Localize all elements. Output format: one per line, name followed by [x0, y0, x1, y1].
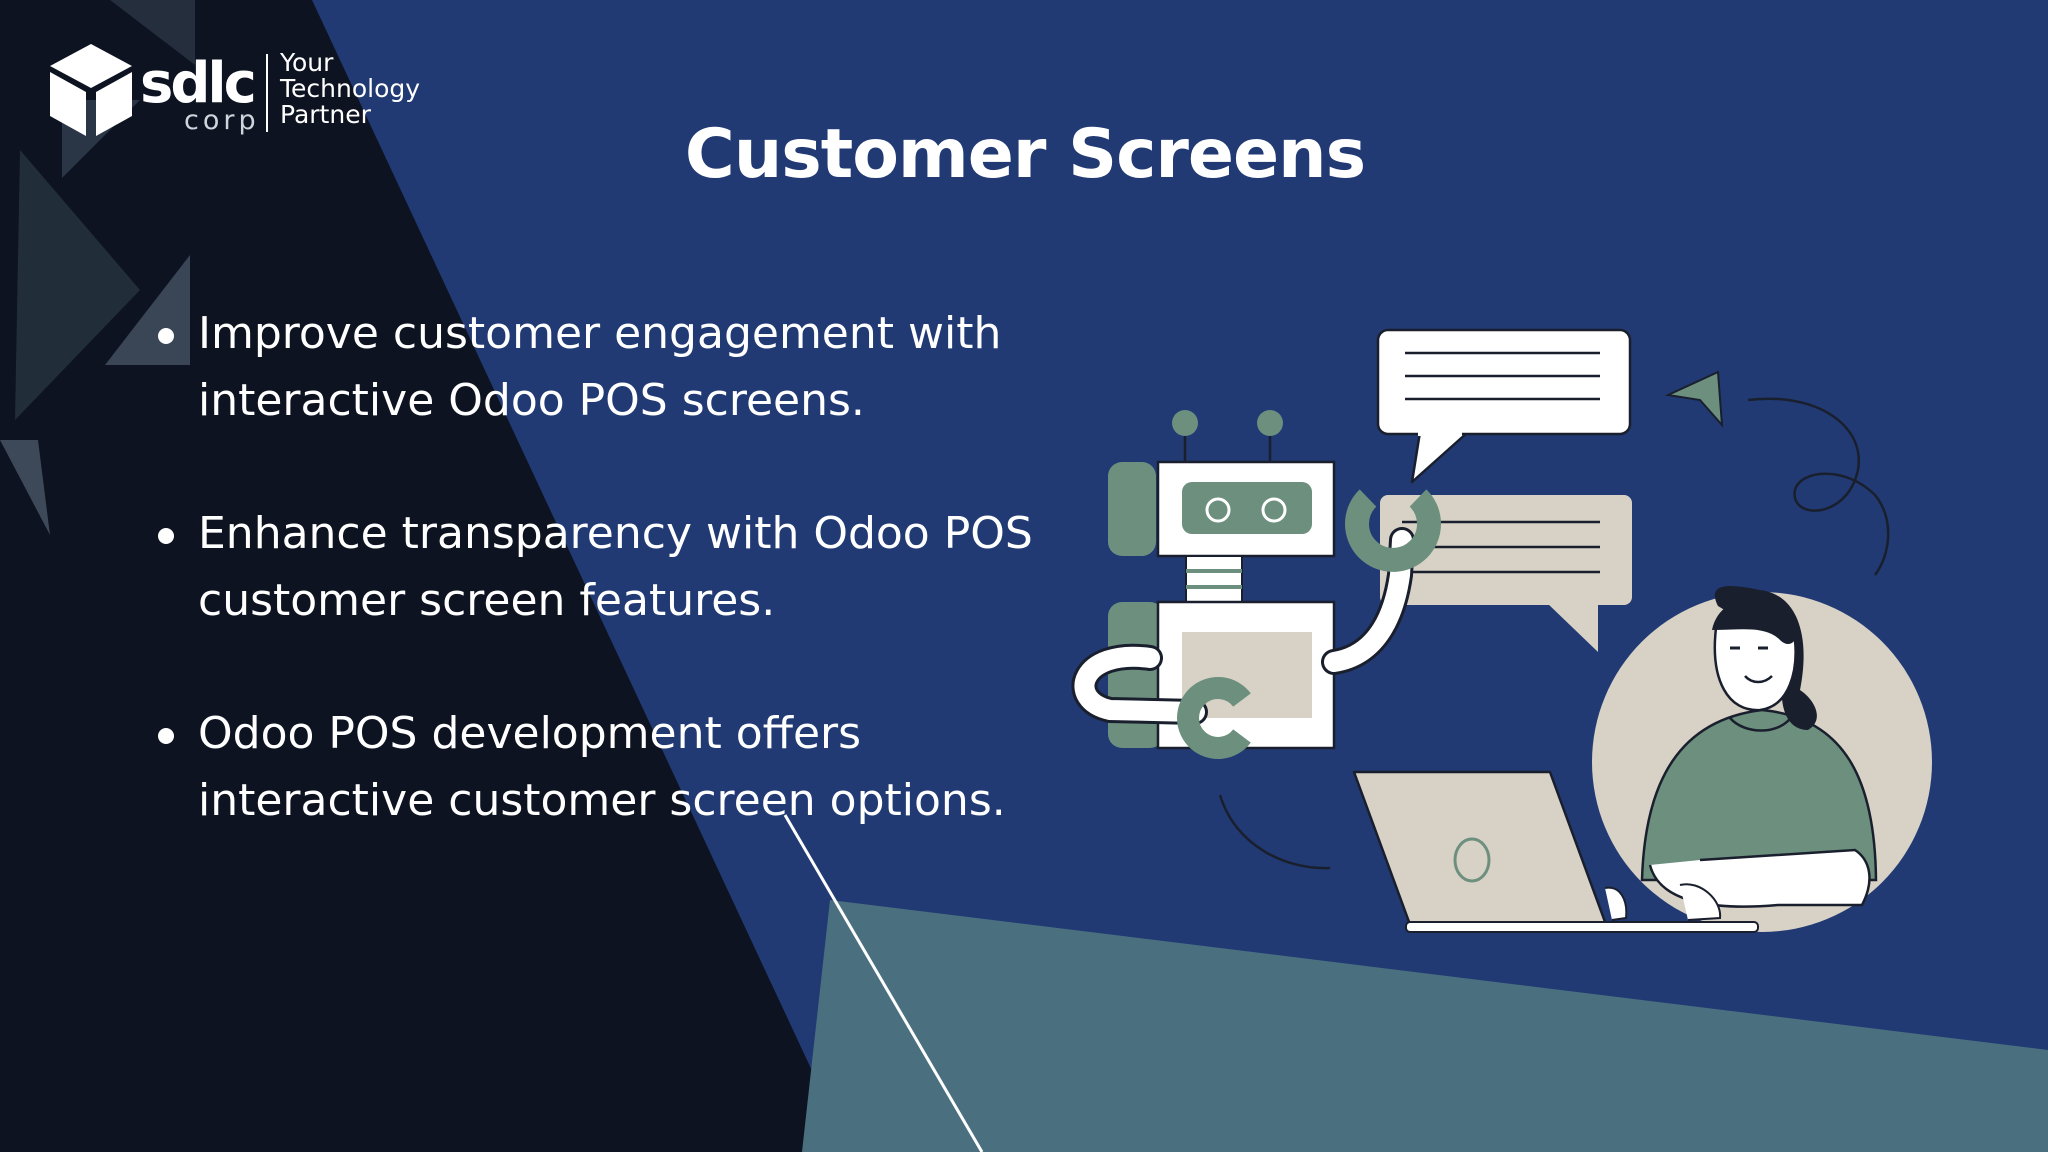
- reply-bubble-icon: [1380, 495, 1632, 652]
- brand-wordmark: sdlc: [140, 51, 257, 116]
- send-arrow-icon: [1664, 370, 1724, 428]
- tagline-line-3: Partner: [280, 100, 371, 129]
- tagline-line-2: Technology: [280, 74, 421, 103]
- brand-tagline: Your Technology Partner: [280, 50, 420, 128]
- tagline-line-1: Your: [280, 48, 334, 77]
- brand-sub: corp: [184, 105, 260, 136]
- arc-decoration: [1218, 794, 1331, 870]
- swirl-decoration: [1747, 397, 1890, 576]
- cube-logo-icon: [50, 44, 132, 136]
- speech-bubble-icon: [1376, 328, 1632, 484]
- bullet-item: Enhance transparency with Odoo POS custo…: [150, 500, 1070, 634]
- chatbot-illustration: [1071, 328, 1932, 933]
- bullet-item: Odoo POS development offers interactive …: [150, 700, 1070, 834]
- slide-title: Customer Screens: [684, 115, 1366, 194]
- logo-divider: [266, 54, 268, 132]
- robot-icon: [1071, 410, 1441, 759]
- bullet-list: Improve customer engagement with interac…: [150, 300, 1070, 900]
- brand-logo: sdlc corp Your Technology Partner: [48, 40, 448, 140]
- bullet-item: Improve customer engagement with interac…: [150, 300, 1070, 434]
- person-with-laptop-icon: [1352, 585, 1932, 933]
